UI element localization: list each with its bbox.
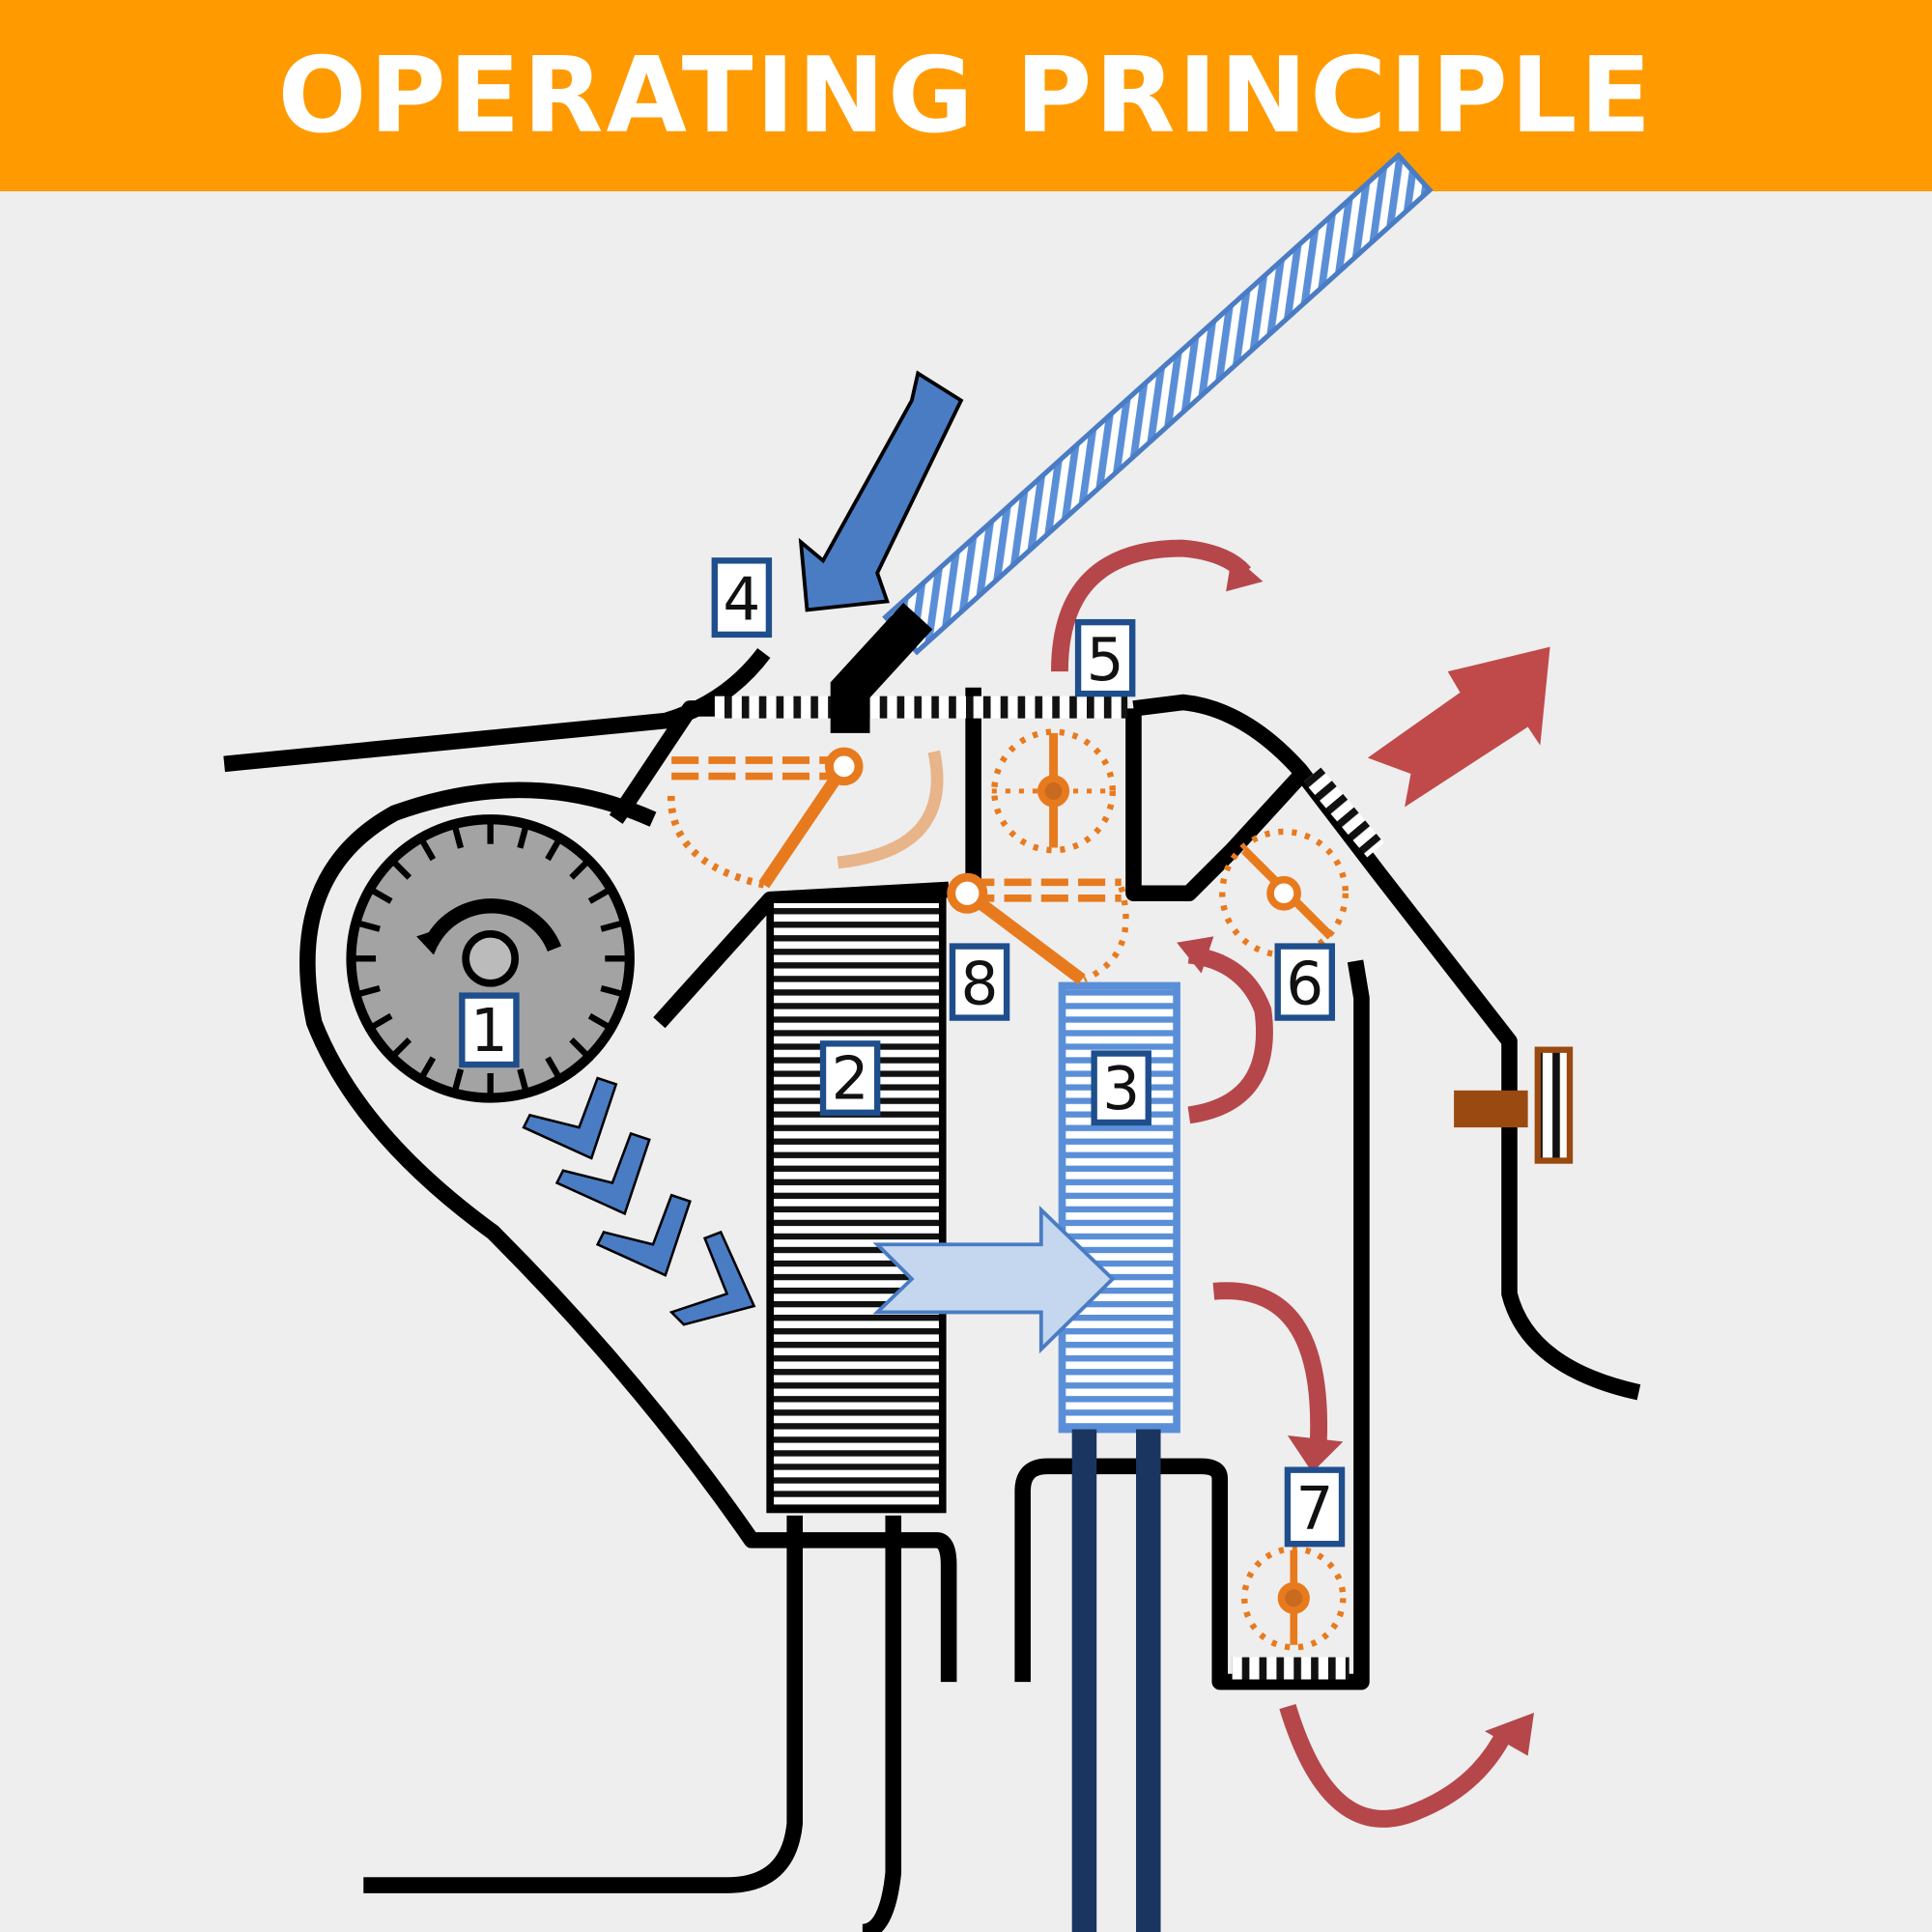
svg-text:3: 3	[1102, 1055, 1140, 1123]
number-labels: 1 2 3 4 5 6 7 8	[459, 557, 1346, 1548]
exhaust-arrow-icon	[1367, 646, 1550, 808]
intake-arrow-icon	[798, 370, 964, 612]
fan-tick	[545, 1056, 561, 1078]
rotation-arrow-icon	[424, 898, 562, 952]
svg-text:8: 8	[961, 951, 999, 1019]
fan-wheel	[346, 814, 635, 1103]
fan-tick	[452, 1068, 465, 1091]
adjustment-knob	[1454, 1046, 1574, 1164]
fan-tick	[419, 1056, 437, 1078]
page-title: OPERATING PRINCIPLE	[277, 35, 1655, 156]
header-banner: OPERATING PRINCIPLE	[0, 0, 1932, 191]
top-grille	[714, 696, 1128, 719]
label-8: 8	[949, 943, 1010, 1021]
fan-tick	[587, 1012, 610, 1030]
fan-tick	[371, 1012, 393, 1030]
fan-tick	[587, 888, 610, 904]
door-swing-arrow-icon	[837, 750, 944, 869]
svg-text:1: 1	[470, 997, 508, 1065]
fan-tick	[419, 839, 437, 862]
heat-transfer-arrow-icon	[872, 1206, 1116, 1354]
fan-tick	[600, 984, 623, 997]
fan-tick	[569, 860, 589, 880]
circulation-arrows	[1051, 539, 1514, 1828]
label-7: 7	[1284, 1466, 1346, 1548]
damper-doors	[667, 728, 1350, 1651]
coolant-pipes	[1071, 1429, 1161, 1932]
fan-tick	[600, 920, 623, 932]
fan-tick	[569, 1037, 589, 1057]
svg-text:2: 2	[832, 1045, 869, 1114]
inlet-hose	[882, 152, 1434, 656]
fan-tick	[517, 826, 529, 849]
fan-tick	[392, 1037, 412, 1057]
fan-tick	[358, 984, 381, 997]
label-1: 1	[459, 992, 520, 1068]
label-4: 4	[711, 557, 773, 639]
svg-text:6: 6	[1286, 951, 1323, 1019]
hose-connector	[830, 602, 933, 733]
svg-text:4: 4	[723, 566, 760, 635]
airflow-chevrons	[522, 1076, 756, 1326]
label-2: 2	[819, 1040, 881, 1116]
fan-tick	[545, 839, 561, 862]
label-5: 5	[1074, 618, 1136, 697]
side-grille	[1303, 767, 1384, 858]
condenser-core	[766, 895, 947, 1514]
svg-text:5: 5	[1087, 626, 1124, 695]
fan-tick	[392, 860, 412, 880]
fan-tick	[358, 920, 381, 932]
bottom-grille	[1232, 1657, 1350, 1680]
label-6: 6	[1274, 943, 1336, 1021]
label-3: 3	[1091, 1050, 1151, 1126]
fan-tick	[452, 826, 465, 849]
svg-text:7: 7	[1295, 1475, 1333, 1544]
fan-tick	[371, 888, 393, 904]
circulation-arrowheads	[1177, 554, 1535, 1756]
fan-tick	[517, 1068, 529, 1091]
housing-outline	[223, 647, 1641, 1932]
